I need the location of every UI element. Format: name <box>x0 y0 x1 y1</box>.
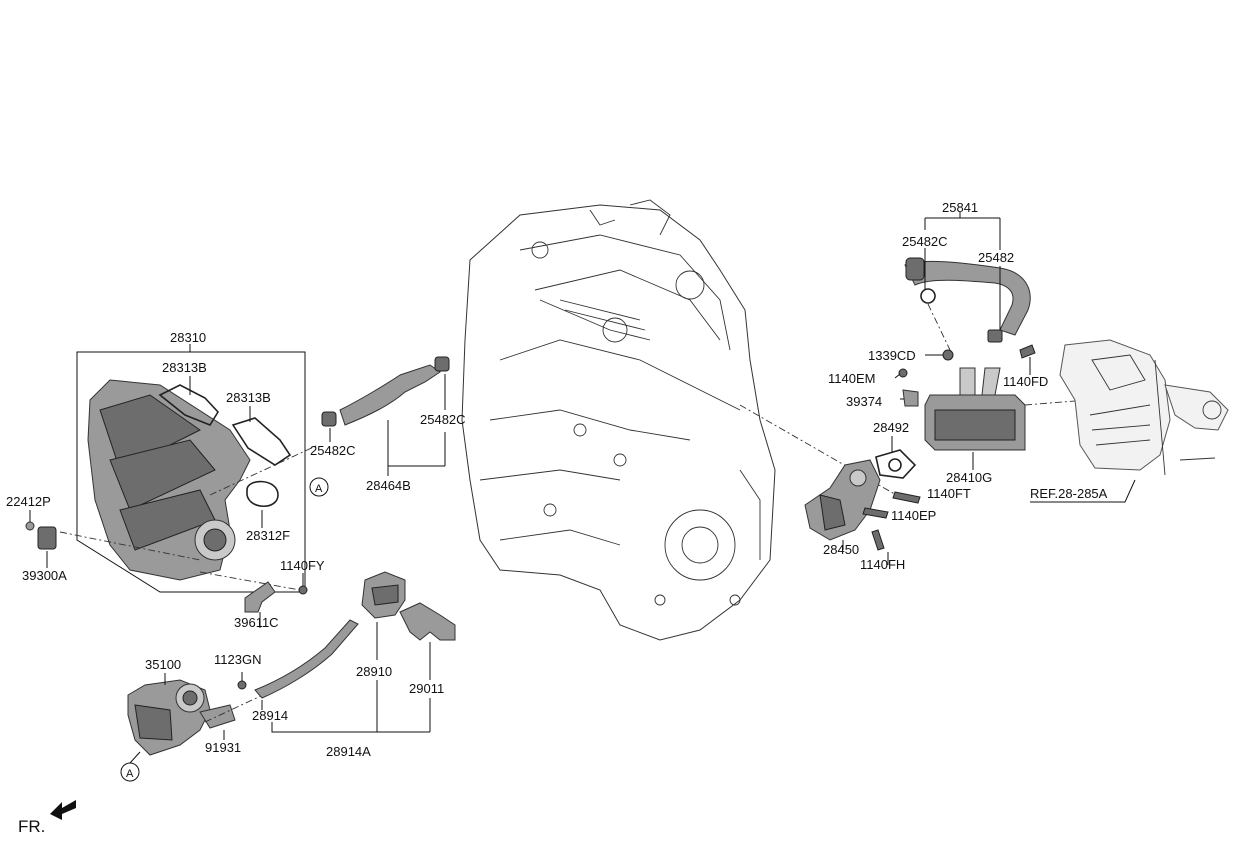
sensor-39300a <box>25 510 57 568</box>
throttle-body-35100 <box>127 672 266 756</box>
label-35100: 35100 <box>145 657 181 672</box>
gasket-28313b-lower <box>231 417 292 466</box>
hose-28464b <box>321 356 450 476</box>
label-25841: 25841 <box>942 200 978 215</box>
front-arrow-icon <box>50 800 76 820</box>
gasket-28313b-upper <box>158 384 220 426</box>
housing-28450 <box>804 459 921 565</box>
label-1140fh: 1140FH <box>860 557 905 572</box>
hose-25841 <box>904 212 1031 351</box>
label-25482: 25482 <box>978 250 1014 265</box>
label-39300a: 39300A <box>22 568 67 583</box>
label-25482c-left: 25482C <box>310 443 356 458</box>
label-91931: 91931 <box>205 740 241 755</box>
label-1140ep: 1140EP <box>891 508 936 523</box>
label-1140fd: 1140FD <box>1003 374 1048 389</box>
label-29011: 29011 <box>409 681 444 696</box>
label-1339cd: 1339CD <box>868 348 916 363</box>
callout-a-lower-label: A <box>126 768 134 780</box>
engine-assembly <box>461 199 776 641</box>
callout-a-upper <box>309 477 329 497</box>
label-1123gn: 1123GN <box>214 652 261 667</box>
label-28464b: 28464B <box>366 478 411 493</box>
callout-a-upper-label: A <box>315 483 323 495</box>
label-28313b-lower: 28313B <box>226 390 271 405</box>
front-label: FR. <box>18 817 45 836</box>
bracket-39611c <box>244 573 308 628</box>
label-28310: 28310 <box>170 330 206 345</box>
intake-manifold-group <box>59 344 319 593</box>
label-25482c-right: 25482C <box>420 412 466 427</box>
label-28910: 28910 <box>356 664 392 679</box>
egr-cooler-28410g <box>739 344 1151 501</box>
label-28914: 28914 <box>252 708 288 723</box>
label-ref-28-285a: REF.28-285A <box>1030 486 1108 501</box>
pipe-assembly-28914a <box>254 571 456 733</box>
label-28313b-upper: 28313B <box>162 360 207 375</box>
gasket-28312f <box>246 480 279 508</box>
gasket-28492 <box>875 436 917 479</box>
label-28914a: 28914A <box>326 744 371 759</box>
label-39611c: 39611C <box>234 615 279 630</box>
callout-a-lower <box>120 751 141 782</box>
label-1140ft: 1140FT <box>927 486 971 501</box>
ref-exhaust-manifold <box>1030 339 1229 503</box>
part-labels: 28310 28313B 28313B 28312F 22412P 39300A… <box>6 200 1108 836</box>
label-28410g: 28410G <box>946 470 992 485</box>
label-1140fy: 1140FY <box>280 558 325 573</box>
label-28312f: 28312F <box>246 528 290 543</box>
label-25482c-top: 25482C <box>902 234 948 249</box>
label-1140em: 1140EM <box>828 371 875 386</box>
label-28450: 28450 <box>823 542 859 557</box>
label-22412p: 22412P <box>6 494 51 509</box>
label-39374: 39374 <box>846 394 882 409</box>
label-28492: 28492 <box>873 420 909 435</box>
